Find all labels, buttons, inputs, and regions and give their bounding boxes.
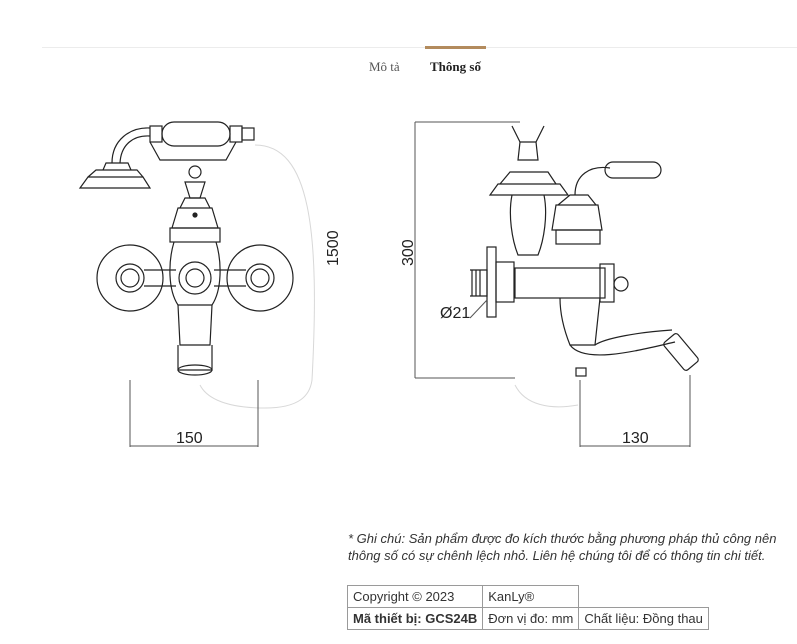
dim-height-hose: 1500	[325, 230, 342, 266]
unit-cell: Đơn vị đo: mm	[482, 607, 580, 630]
tab-mo-ta[interactable]: Mô tả	[369, 59, 400, 74]
empty-cell	[578, 585, 709, 608]
tab-bar: Mô tả Thông số	[0, 46, 797, 84]
side-view	[470, 125, 699, 377]
spec-table: Copyright © 2023 KanLy® Mã thiết bị: GCS…	[346, 585, 709, 630]
brand-cell: KanLy®	[482, 585, 580, 608]
dim-diameter: Ø21	[440, 305, 470, 322]
measurement-note: * Ghi chú: Sản phẩm được đo kích thước b…	[348, 531, 777, 563]
dim-height-side: 300	[400, 239, 417, 266]
material-cell: Chất liệu: Đồng thau	[578, 607, 709, 630]
dim-width-front: 150	[176, 430, 203, 447]
model-cell: Mã thiết bị: GCS24B	[346, 607, 484, 630]
copyright-cell: Copyright © 2023	[346, 585, 484, 608]
technical-drawing: 150 1500 300 Ø21 130	[78, 121, 699, 447]
dim-spout: 130	[622, 430, 649, 447]
tab-divider	[42, 47, 797, 48]
tab-thong-so[interactable]: Thông số	[425, 46, 486, 82]
front-view	[78, 121, 294, 376]
